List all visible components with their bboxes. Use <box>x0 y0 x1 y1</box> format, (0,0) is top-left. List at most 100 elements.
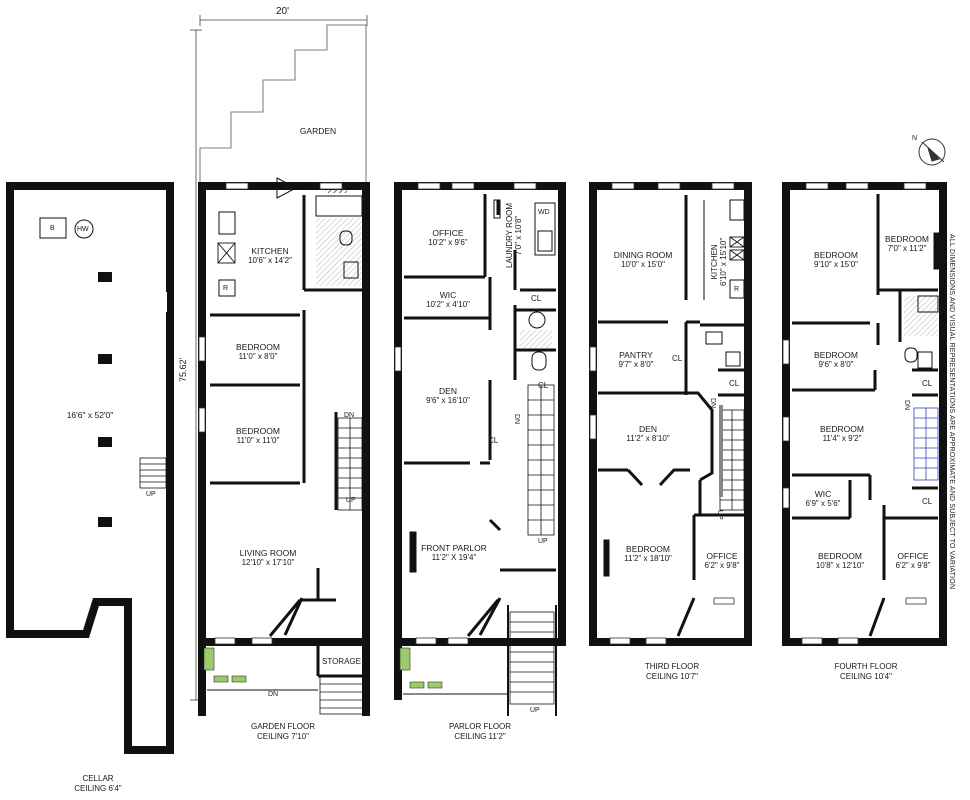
lot-depth-label: 75.62' <box>178 357 188 382</box>
room-dim: 10'6" x 14'2" <box>248 256 292 265</box>
floor-name: CELLAR <box>82 774 114 783</box>
room-dim: 7'0" x 11'2" <box>887 244 927 253</box>
cellar-column <box>98 517 112 527</box>
room-dim: 9'6" x 8'0" <box>818 360 854 369</box>
room-name: DEN <box>439 386 457 396</box>
room-office: OFFICE 10'2" x 9'6" <box>428 228 467 248</box>
room-dim: 11'0" x 11'0" <box>236 436 280 445</box>
room-front-parlor: FRONT PARLOR 11'2" X 19'4" <box>421 543 487 563</box>
water-heater-label: HW <box>77 226 89 233</box>
room-name: LIVING ROOM <box>239 548 297 558</box>
floor-ceiling: CEILING 10'7" <box>646 672 698 681</box>
stair-dn-label: DN <box>344 412 355 419</box>
cellar-column <box>98 272 112 282</box>
room-name: BEDROOM <box>236 342 280 352</box>
room-bedroom: BEDROOM 10'8" x 12'10" <box>816 551 864 571</box>
third-floor-plan <box>589 182 752 646</box>
room-bedroom: BEDROOM 11'0" x 8'0" <box>236 342 280 362</box>
stair-up-label: UP <box>538 538 548 545</box>
room-name: BEDROOM <box>820 424 864 434</box>
room-name: BEDROOM <box>814 350 858 360</box>
boiler-label: B <box>50 225 55 232</box>
room-den: DEN 9'6" x 16'10" <box>426 386 470 406</box>
room-kitchen: KITCHEN 10'6" x 14'2" <box>248 246 292 266</box>
cellar-area: 16'6" x 52'0" <box>66 410 114 420</box>
room-den: DEN 11'2" x 8'10" <box>626 424 669 444</box>
cellar-column <box>98 354 112 364</box>
garden-floor-caption: GARDEN FLOOR CEILING 7'10" <box>251 722 315 742</box>
room-name: BEDROOM <box>626 544 670 554</box>
room-dim: 12'10" x 17'10" <box>241 558 295 567</box>
room-dim: 11'4" x 9'2" <box>822 434 862 443</box>
room-dim: 11'2" x 18'10" <box>624 554 672 563</box>
room-wic: WIC 10'2" x 4'10" <box>426 290 470 310</box>
floor-name: PARLOR FLOOR <box>448 722 512 731</box>
cellar-plan <box>6 182 174 754</box>
room-dim: 6'10" x 15'10" <box>719 237 728 286</box>
room-bedroom: BEDROOM 7'0" x 11'2" <box>885 234 929 254</box>
room-dim: 6'2" x 9'8" <box>895 561 931 570</box>
fourth-floor-plan <box>782 182 947 646</box>
closet-label: CL <box>672 354 683 363</box>
room-dim: 9'7" x 8'0" <box>618 360 654 369</box>
room-kitchen: KITCHEN 6'10" x 15'10" <box>710 238 728 286</box>
closet-label: CL <box>729 379 740 388</box>
fourth-floor-caption: FOURTH FLOOR CEILING 10'4" <box>835 662 898 682</box>
north-arrow-icon <box>918 138 946 166</box>
room-name: OFFICE <box>897 551 929 561</box>
washer-dryer-label: WD <box>538 209 550 216</box>
room-dim: 11'0" x 8'0" <box>238 352 278 361</box>
room-name: BEDROOM <box>885 234 929 244</box>
closet-label: CL <box>538 381 549 390</box>
room-name: BEDROOM <box>818 551 862 561</box>
room-name: WIC <box>439 290 457 300</box>
room-wic: WIC 6'9" x 5'6" <box>806 489 841 509</box>
room-name: KITCHEN <box>251 246 289 256</box>
floor-name: FOURTH FLOOR <box>834 662 898 671</box>
front-up-label: UP <box>530 707 540 714</box>
lot-width-label: 20' <box>276 6 290 17</box>
stair-dn-label: DN <box>513 414 520 425</box>
room-pantry: PANTRY 9'7" x 8'0" <box>619 350 654 370</box>
cellar-caption: CELLAR CEILING 6'4" <box>74 774 122 794</box>
room-office: OFFICE 6'2" x 9'8" <box>896 551 931 571</box>
garden-outline <box>199 24 367 186</box>
room-dim: 10'2" x 9'6" <box>428 238 468 247</box>
room-bedroom: BEDROOM 11'0" x 11'0" <box>236 426 280 446</box>
compass-north-label: N <box>912 135 918 142</box>
room-dim: 11'2" x 8'10" <box>626 434 670 443</box>
room-living-room: LIVING ROOM 12'10" x 17'10" <box>240 548 297 568</box>
room-name: BEDROOM <box>236 426 280 436</box>
room-name: OFFICE <box>432 228 464 238</box>
floor-ceiling: CEILING 7'10" <box>257 732 309 741</box>
room-dim: 7'0" x 10'8" <box>514 215 523 256</box>
disclaimer-text: ALL DIMENSIONS AND VISUAL REPRESENTATION… <box>948 234 955 590</box>
room-dim: 9'10" x 15'0" <box>814 260 858 269</box>
room-name: OFFICE <box>706 551 738 561</box>
room-dim: 11'2" X 19'4" <box>431 553 477 562</box>
room-dim: 10'8" x 12'10" <box>815 561 865 570</box>
room-name: WIC <box>814 489 832 499</box>
room-office: OFFICE 6'2" x 9'8" <box>705 551 740 571</box>
closet-label: CL <box>488 436 499 445</box>
room-name: FRONT PARLOR <box>421 543 487 553</box>
closet-label: CL <box>531 294 542 303</box>
room-name: KITCHEN <box>710 244 719 280</box>
stair-up-label: UP <box>346 497 356 504</box>
room-dim: 6'2" x 9'8" <box>704 561 740 570</box>
room-dim: 6'9" x 5'6" <box>805 499 841 508</box>
closet-label: CL <box>922 497 933 506</box>
garden-label: GARDEN <box>299 126 337 136</box>
room-name: BEDROOM <box>814 250 858 260</box>
cellar-column <box>98 437 112 447</box>
stair-dn-label: DN <box>903 400 910 411</box>
fridge-label: R <box>734 286 740 293</box>
floor-name: GARDEN FLOOR <box>250 722 316 731</box>
room-name: PANTRY <box>619 350 653 360</box>
third-floor-caption: THIRD FLOOR CEILING 10'7" <box>645 662 699 682</box>
parlor-floor-caption: PARLOR FLOOR CEILING 11'2" <box>449 722 511 742</box>
storage-label: STORAGE <box>322 657 361 666</box>
floor-name: THIRD FLOOR <box>644 662 700 671</box>
room-bedroom: BEDROOM 11'4" x 9'2" <box>820 424 864 444</box>
